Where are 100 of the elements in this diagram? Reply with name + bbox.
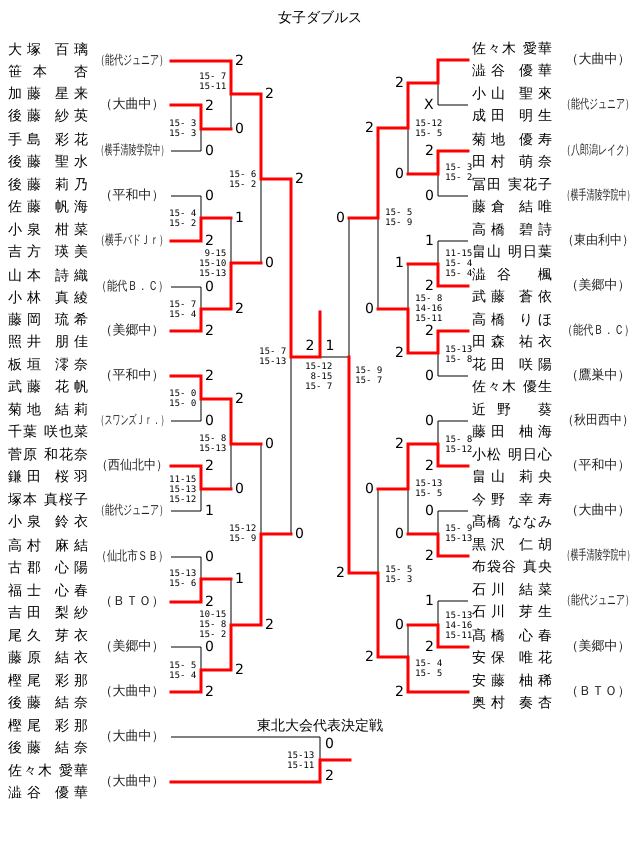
- score: 1: [425, 233, 434, 249]
- player-name: 小山 聖來: [472, 85, 552, 104]
- score: 0: [205, 413, 214, 429]
- score: 1: [326, 338, 334, 354]
- game-score: 15-13 15- 8: [444, 345, 472, 365]
- player-name: 小松 明日心: [472, 446, 552, 465]
- score: 0: [205, 279, 214, 295]
- player-name: 花田 咲陽: [472, 356, 552, 375]
- score: 2: [235, 53, 244, 69]
- section-heading: 東北大会代表決定戦: [257, 718, 383, 734]
- player-name: 樫尾 彩那: [8, 672, 88, 691]
- score: 2: [425, 278, 434, 294]
- score: 0: [365, 301, 374, 317]
- team-name: （大曲中）: [100, 97, 164, 113]
- player-name: 菅原 和花奈: [8, 446, 88, 465]
- player-name: 藤倉 結唯: [472, 198, 552, 217]
- game-score: 15- 4 15- 5: [414, 659, 442, 679]
- score: 0: [295, 526, 304, 542]
- game-score: 15- 8 15-13: [198, 434, 226, 454]
- player-name: 安保 唯花: [472, 649, 552, 668]
- game-score: 15- 9 15-13: [444, 524, 472, 544]
- player-name: 後藤 結奈: [8, 694, 88, 713]
- score: 2: [395, 345, 404, 361]
- game-score: 15- 5 15- 9: [384, 208, 412, 228]
- game-score: 15-13 15-11: [286, 751, 314, 771]
- player-name: 高村 麻結: [8, 537, 88, 556]
- score: 2: [205, 368, 214, 384]
- player-name: 高橋 りほ: [472, 311, 552, 330]
- team-name: （秋田西中）: [562, 413, 634, 429]
- game-score: 15- 9 15- 7: [354, 366, 382, 386]
- score: 2: [395, 75, 404, 91]
- player-name: 大塚 百璃: [8, 41, 88, 60]
- game-score: 15- 8 14-16 15-11: [414, 294, 442, 324]
- score: 2: [295, 171, 304, 187]
- team-name: （能代ジュニア）: [96, 53, 168, 69]
- team-name: （東由利中）: [562, 233, 634, 249]
- player-name: 石川 結菜: [472, 581, 552, 600]
- player-name: 藤岡 琉希: [8, 311, 88, 330]
- player-name: 藤原 結衣: [8, 649, 88, 668]
- game-score: 9-15 15-10 15-13: [198, 249, 226, 279]
- score: 1: [395, 255, 404, 271]
- score: 0: [395, 526, 404, 542]
- player-name: 佐々木 愛華: [472, 40, 552, 59]
- player-name: 福士 心春: [8, 582, 88, 601]
- player-name: 布袋谷 真央: [472, 558, 552, 577]
- player-name: 奥村 奏杏: [472, 694, 552, 713]
- player-name: 佐々木 優生: [472, 378, 552, 397]
- team-name: （大曲中）: [566, 503, 630, 519]
- game-score: 15- 0 15- 0: [168, 389, 196, 409]
- team-name: （能代ジュニア）: [562, 593, 634, 609]
- player-name: 藤田 柚海: [472, 423, 552, 442]
- player-name: 菊地 優寿: [472, 131, 552, 150]
- team-name: （美郷中）: [566, 639, 630, 655]
- score: 0: [425, 503, 434, 519]
- game-score: 11-15 15- 4 15- 4: [444, 249, 472, 279]
- game-score: 15- 3 15- 2: [444, 163, 472, 183]
- score: 0: [205, 188, 214, 204]
- score: 0: [395, 166, 404, 182]
- player-name: 加藤 星来: [8, 85, 88, 104]
- score: 1: [235, 571, 244, 587]
- player-name: 後藤 紗英: [8, 107, 88, 126]
- score: 0: [325, 736, 334, 752]
- score: 2: [205, 323, 214, 339]
- player-name: 笹本 杏: [8, 63, 88, 82]
- player-name: 古郡 心陽: [8, 559, 88, 578]
- player-name: 樫尾 彩那: [8, 717, 88, 736]
- player-name: 佐々木 愛華: [8, 762, 88, 781]
- game-score: 15- 3 15- 3: [168, 119, 196, 139]
- score: 2: [205, 684, 214, 700]
- team-name: （横手清陵学院中）: [96, 143, 168, 159]
- score: 0: [265, 436, 274, 452]
- player-name: 石川 芽生: [472, 603, 552, 622]
- player-name: 髙橋 心春: [472, 627, 552, 646]
- player-name: 手島 彩花: [8, 131, 88, 150]
- score: 2: [425, 143, 434, 159]
- team-name: （横手清陵学院中）: [562, 188, 634, 204]
- team-name: （八郎潟レイク）: [562, 143, 634, 159]
- player-name: 髙橋 ななみ: [472, 513, 552, 532]
- score: 2: [395, 684, 404, 700]
- score: 2: [235, 391, 244, 407]
- score: 2: [425, 323, 434, 339]
- player-name: 佐藤 帆海: [8, 198, 88, 217]
- score: 2: [265, 617, 274, 633]
- game-score: 15- 5 15- 4: [168, 661, 196, 681]
- team-name: （大曲中）: [100, 774, 164, 790]
- score: 0: [365, 481, 374, 497]
- team-name: （鷹巣中）: [566, 368, 630, 384]
- score: 0: [205, 639, 214, 655]
- team-name: （西仙北中）: [96, 458, 168, 474]
- player-name: 武藤 蒼依: [472, 288, 552, 307]
- player-name: 澁谷 優華: [8, 784, 88, 803]
- team-name: （大曲中）: [100, 729, 164, 745]
- player-name: 近野 葵: [472, 401, 552, 420]
- game-score: 10-15 15- 8 15- 2: [198, 610, 226, 640]
- game-score: 15- 7 15-11: [198, 72, 226, 92]
- team-name: （平和中）: [100, 368, 164, 384]
- team-name: （横手清陵学院中）: [562, 548, 634, 564]
- team-name: （ＢＴＯ）: [566, 684, 630, 700]
- score: 0: [265, 255, 274, 271]
- team-name: （仙北市ＳＢ）: [96, 549, 168, 565]
